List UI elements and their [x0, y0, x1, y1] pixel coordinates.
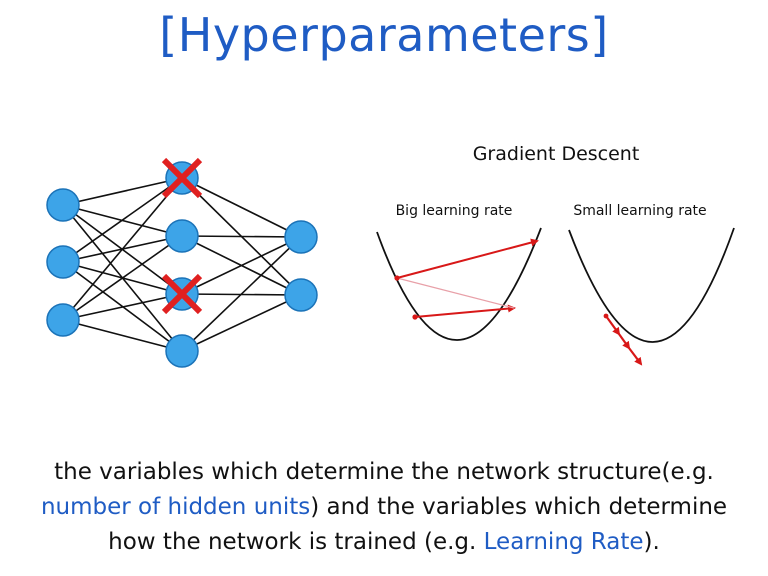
cross-stroke-1-2 [161, 157, 203, 199]
caption: the variables which determine the networ… [20, 455, 748, 560]
neural-network [46, 157, 318, 368]
connection-l0-1-0 [62, 177, 183, 263]
network-nodes [46, 161, 318, 368]
input-node-3 [46, 303, 80, 337]
caption-highlight-learning-rate: Learning Rate [483, 529, 644, 555]
output-node-1 [284, 220, 318, 254]
input-node-1 [46, 188, 80, 222]
input-node-2 [46, 245, 80, 279]
hidden-node-4 [165, 334, 199, 368]
connection-l1-2-0 [181, 236, 302, 295]
caption-text-2: ) and the variables which determine [310, 494, 728, 520]
connection-l1-3-1 [181, 294, 302, 352]
hidden-node-2 [165, 219, 199, 253]
big-lr-start-point [412, 314, 418, 320]
caption-text-4: ). [643, 529, 660, 555]
cross-stroke-3-2 [161, 273, 203, 315]
gradient-descent-title: Gradient Descent [473, 143, 640, 165]
dropout-cross-icon-3 [161, 273, 203, 315]
connection-l0-2-2 [62, 293, 183, 321]
small-lr-step-1 [605, 315, 621, 336]
connection-l0-0-0 [62, 177, 183, 206]
connection-l1-3-0 [181, 236, 302, 352]
caption-highlight-hidden-units: number of hidden units [40, 494, 311, 520]
dropout-crosses [161, 157, 203, 315]
big-lr-point [394, 275, 400, 281]
small-lr-start-point [603, 313, 609, 319]
dropout-cross-icon-1 [161, 157, 203, 199]
caption-line-2: number of hidden units) and the variable… [20, 490, 748, 525]
caption-text-1: the variables which determine the networ… [54, 459, 714, 485]
small-lr-step-2 [618, 333, 631, 350]
caption-line-3: how the network is trained (e.g. Learnin… [20, 525, 748, 560]
network-connections [62, 177, 302, 352]
connection-l0-2-3 [62, 319, 183, 352]
small-learning-rate-label: Small learning rate [573, 203, 706, 219]
caption-text-3: how the network is trained (e.g. [108, 529, 484, 555]
caption-line-1: the variables which determine the networ… [20, 455, 748, 490]
big-lr-loss-curve [376, 227, 542, 341]
big-learning-rate-label: Big learning rate [396, 203, 513, 219]
connection-l0-2-0 [62, 177, 183, 321]
page-title: [Hyperparameters] [159, 8, 609, 62]
connection-l1-1-0 [181, 235, 302, 238]
small-lr-step-3 [628, 347, 643, 366]
big-lr-step-2 [396, 277, 515, 309]
big-lr-step-1 [414, 304, 516, 318]
connection-l0-2-1 [62, 235, 183, 321]
small-lr-loss-curve [568, 227, 735, 343]
output-node-2 [284, 278, 318, 312]
big-lr-step-3 [396, 238, 539, 279]
gradient-descent-panel: Gradient Descent Big learning rate Small… [376, 143, 735, 366]
connection-l1-0-0 [181, 177, 302, 238]
